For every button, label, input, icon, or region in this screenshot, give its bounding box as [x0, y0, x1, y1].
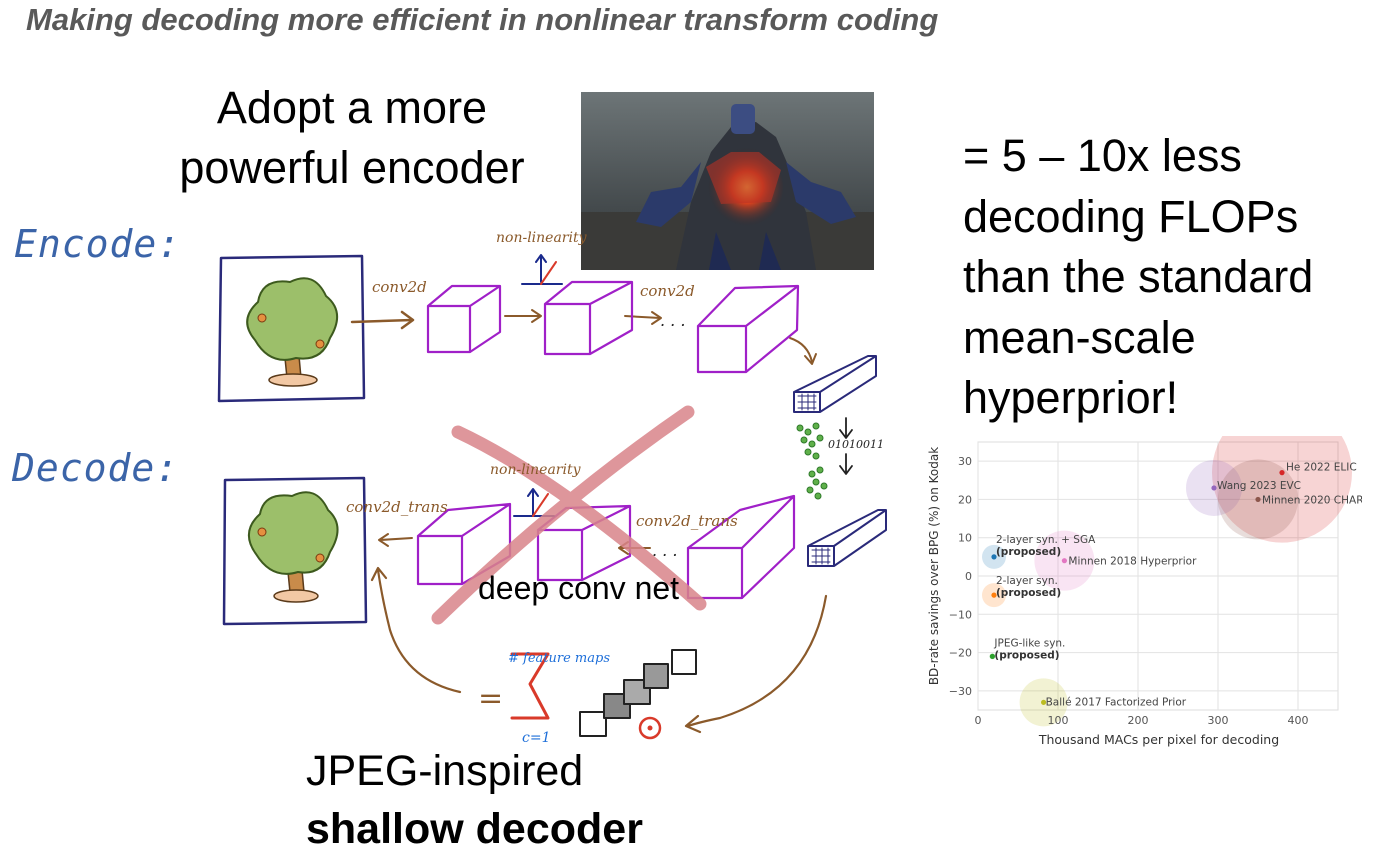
conv2d-trans-label-1: conv2d_trans [346, 498, 448, 516]
chart-x-tick-label: 100 [1048, 714, 1069, 727]
chart-point-label: Ballé 2017 Factorized Prior [1046, 696, 1187, 708]
chart-point-label: Wang 2023 EVC [1217, 480, 1301, 492]
arrow-latent-to-shallow [684, 594, 828, 734]
equals-sign: = [478, 681, 503, 716]
caption-line-2: shallow decoder [306, 805, 643, 853]
chart-point [1041, 699, 1047, 705]
arrow-conv-1 [350, 318, 414, 324]
nonlinearity-label-encoder: non-linearity [496, 230, 588, 246]
nonlinearity-label-decoder: non-linearity [490, 462, 582, 478]
chart-bubble [1212, 436, 1352, 543]
cross-out-mark [431, 405, 707, 625]
chart-y-tick-label: −30 [949, 685, 972, 698]
quantize-arrow-1 [839, 417, 853, 439]
chart-point [1279, 470, 1285, 476]
chart-y-tick-label: 10 [958, 532, 972, 545]
chart-point-label: Minnen 2020 CHARM [1262, 494, 1362, 506]
encoder-tree-icon [246, 277, 338, 387]
sum-index-label: c=1 [522, 730, 550, 746]
dec-dots: . . . [652, 541, 677, 560]
chart-point-note: (proposed) [996, 587, 1061, 599]
decoder-image-frame [222, 476, 368, 626]
encoder-image-frame [217, 254, 366, 403]
decoder-tree-icon [248, 491, 339, 603]
shallow-decoder-formula [510, 649, 697, 740]
chart-point [1255, 496, 1261, 503]
chart-x-tick-label: 200 [1128, 714, 1149, 727]
chart-point-label: JPEG-like syn. [993, 637, 1065, 649]
efficiency-claim: = 5 – 10x less decoding FLOPs than the s… [963, 130, 1314, 423]
chart-x-tick-label: 0 [975, 714, 982, 727]
chart-x-axis-label: Thousand MACs per pixel for decoding [1038, 732, 1279, 747]
encode-label: Encode: [14, 222, 182, 266]
chart-y-tick-label: 20 [958, 493, 972, 506]
encoder-heading: Adopt a more powerful encoder [179, 82, 525, 193]
deep-conv-net-label: deep conv net [478, 570, 680, 606]
arrow-shallow-return [370, 566, 462, 694]
arrow-dec-1 [378, 533, 413, 547]
conv2d-label-1: conv2d [372, 278, 427, 296]
chart-x-tick-label: 400 [1288, 714, 1309, 727]
chart-y-tick-label: −10 [949, 608, 972, 621]
entropy-blob-1 [796, 422, 824, 460]
chart-point [1061, 558, 1067, 564]
chart-point-label: 2-layer syn. [996, 575, 1058, 587]
nonlinearity-plot-encoder [521, 254, 563, 285]
chart-point [991, 554, 997, 560]
conv2d-label-2: conv2d [640, 282, 695, 300]
chart-point [1211, 485, 1217, 491]
slide-title: Making decoding more efficient in nonlin… [26, 2, 939, 37]
shallow-decoder-caption: JPEG-inspired shallow decoder [306, 742, 643, 858]
chart-point-note: (proposed) [996, 546, 1061, 558]
chart-x-tick-label: 300 [1208, 714, 1229, 727]
chart-point-note: (proposed) [994, 649, 1059, 661]
chart-y-tick-label: −20 [949, 647, 972, 660]
decoder-feature-blocks [416, 494, 796, 600]
latent-tensor-encoder [793, 355, 877, 413]
arrow-to-latent [789, 337, 813, 363]
chart-y-axis-label: BD-rate savings over BPG (%) on Kodak [927, 447, 941, 685]
entropy-blob-2 [806, 466, 828, 500]
feature-maps-label: # feature maps [508, 651, 610, 666]
chart-point-label: 2-layer syn. + SGA [996, 534, 1096, 546]
enc-dots: . . . [660, 311, 685, 330]
conv2d-trans-label-2: conv2d_trans [636, 512, 738, 530]
robot-photo [581, 92, 874, 270]
chart-point-label: Minnen 2018 Hyperprior [1068, 556, 1197, 568]
chart-y-tick-label: 30 [958, 455, 972, 468]
chart-point [991, 592, 997, 598]
quantize-arrow-2 [839, 453, 853, 475]
decode-label: Decode: [12, 446, 180, 490]
chart-y-tick-label: 0 [965, 570, 972, 583]
bitstream-label: 01010011 [828, 438, 884, 451]
arrow-conv-3 [624, 315, 661, 319]
encoder-feature-blocks [426, 280, 800, 374]
chart-point-label: He 2022 ELIC [1286, 462, 1357, 474]
caption-line-1: JPEG-inspired [306, 747, 584, 795]
rd-complexity-chart: He 2022 ELIC Wang 2023 EVC Minnen 2020 CHA… [927, 436, 1362, 747]
chart-point [989, 653, 995, 659]
latent-tensor-decoder [807, 509, 887, 567]
